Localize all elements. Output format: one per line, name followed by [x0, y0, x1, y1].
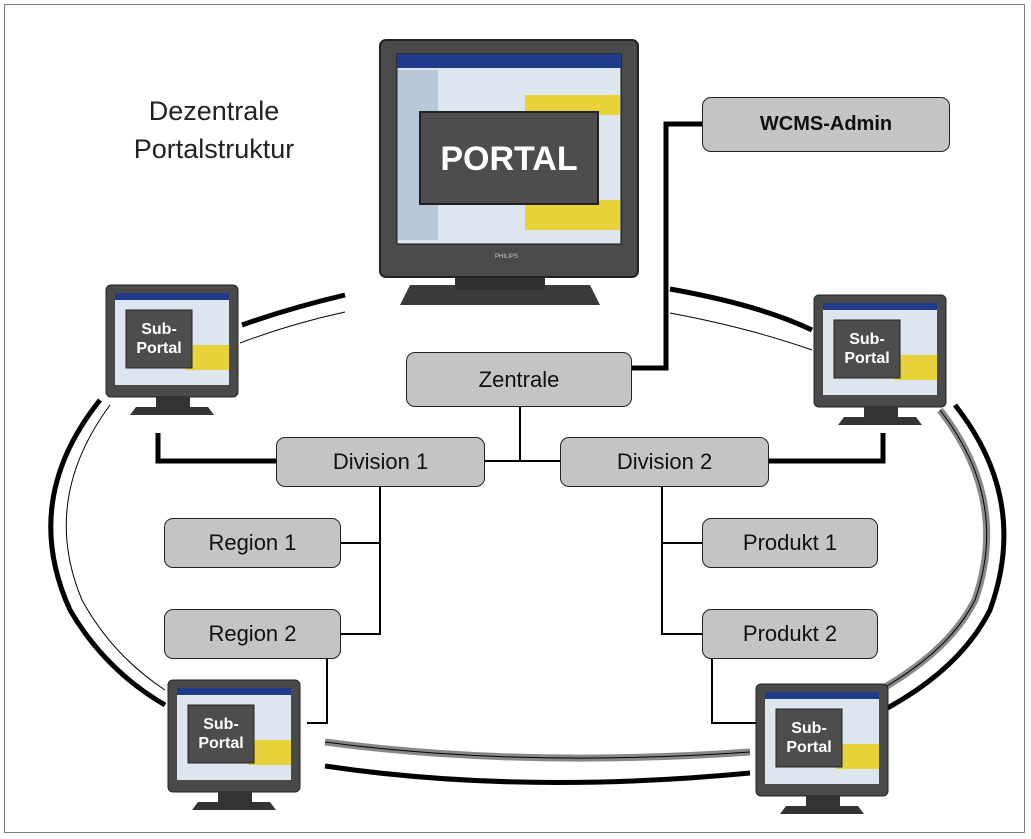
ring-arc-top-left-thin	[239, 311, 346, 344]
diagram-title: Dezentrale Portalstruktur	[104, 92, 324, 168]
node-zentrale: Zentrale	[406, 352, 632, 407]
node-region-2: Region 2	[164, 609, 341, 659]
svg-text:PHILIPS: PHILIPS	[495, 254, 518, 260]
subportal-monitor-bottom-left: Sub- Portal	[167, 679, 301, 810]
subportal-label-line1: Sub-	[203, 716, 239, 733]
ring-arc-top-right-thin	[669, 312, 813, 351]
main-portal-label: PORTAL	[440, 140, 577, 178]
ring-arc-right-gray	[878, 407, 991, 694]
subportal-label-line1: Sub-	[849, 331, 885, 348]
connector-division2-subportal	[768, 433, 886, 464]
ring-arc-left-thin	[65, 404, 166, 691]
subportal-label-line2: Portal	[844, 350, 889, 367]
diagram-title-line1: Dezentrale	[148, 96, 280, 126]
ring-arc-right-gray-outline	[879, 409, 988, 691]
main-portal-monitor: PORTAL PHILIPS	[379, 39, 639, 305]
diagram-title-line2: Portalstruktur	[133, 134, 295, 164]
connector-zentrale-divisions	[484, 402, 521, 462]
ring-arc-top-right-thick	[669, 286, 814, 333]
node-produkt-2: Produkt 2	[702, 609, 878, 659]
ring-arc-bottom-gray-outline	[324, 741, 751, 759]
ring-arc-top-left-thick	[241, 292, 346, 328]
connector-zentrale-wcms	[632, 121, 702, 371]
connector-produkt2-subportal	[711, 657, 760, 724]
subportal-label-line2: Portal	[198, 735, 243, 752]
connector-division2-produkte	[661, 484, 702, 635]
subportal-monitor-top-right: Sub- Portal	[813, 294, 947, 425]
subportal-monitor-bottom-right: Sub- Portal	[755, 683, 889, 814]
ring-arc-bottom-thick	[324, 763, 751, 785]
node-division-2: Division 2	[560, 437, 769, 487]
subportal-label-line2: Portal	[136, 340, 181, 357]
node-produkt-1: Produkt 1	[702, 518, 878, 568]
connectors	[155, 121, 886, 724]
subportal-label-line2: Portal	[786, 739, 831, 756]
portal-ring	[48, 286, 1007, 785]
node-wcms-admin: WCMS-Admin	[702, 97, 950, 152]
ring-arc-left-thick	[48, 398, 167, 708]
ring-arc-right-thick	[878, 403, 1007, 715]
connector-division1-subportal	[155, 433, 276, 464]
node-division-1: Division 1	[276, 437, 485, 487]
subportal-label-line1: Sub-	[141, 321, 177, 338]
connector-region2-subportal	[307, 657, 328, 724]
node-region-1: Region 1	[164, 518, 341, 568]
subportal-label-line1: Sub-	[791, 720, 827, 737]
connector-division1-regions	[341, 484, 381, 635]
subportal-monitor-top-left: Sub- Portal	[105, 284, 239, 415]
